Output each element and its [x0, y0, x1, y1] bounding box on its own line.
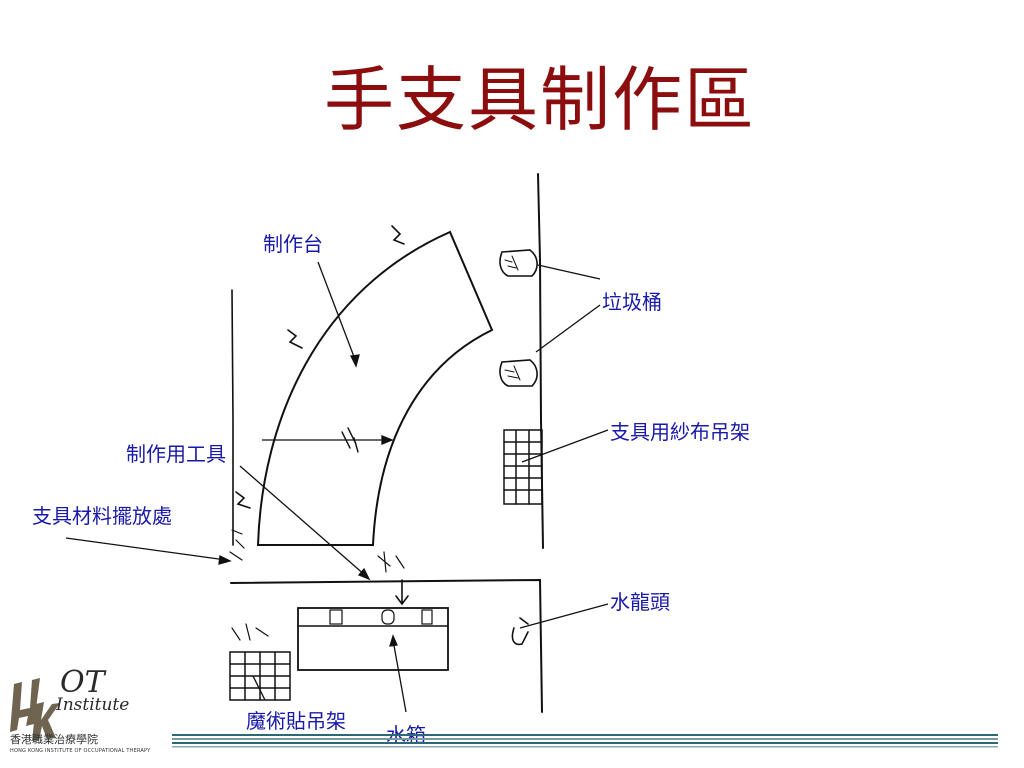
- velcro-rack-grid: [229, 651, 291, 701]
- logo-mark: OT: [60, 665, 107, 700]
- page-title: 手支具制作區: [324, 59, 756, 141]
- faucet-shape: [511, 617, 529, 646]
- gauze-rack-grid: [503, 429, 543, 505]
- logo-script: Institute: [55, 695, 129, 715]
- sink-counter: [230, 578, 543, 713]
- institute-logo: OT Institute: [10, 665, 129, 741]
- label-tools: 制作用工具: [126, 442, 226, 466]
- label-trash: 垃圾桶: [602, 290, 662, 314]
- logo-chinese-name: 香港職業治療學院: [10, 733, 98, 746]
- workbench-shape: [256, 230, 494, 546]
- label-workbench: 制作台: [263, 232, 323, 256]
- trash-can-bottom: [499, 359, 538, 387]
- label-gauze-rack: 支具用紗布吊架: [610, 420, 750, 444]
- logo-english-name: HONG KONG INSTITUTE OF OCCUPATIONAL THER…: [10, 748, 151, 754]
- left-wall: [231, 289, 234, 546]
- label-materials: 支具材料擺放處: [32, 504, 172, 528]
- trash-can-top: [499, 249, 538, 277]
- water-tank-shape: [297, 607, 449, 671]
- label-velcro-rack: 魔術貼吊架: [246, 709, 346, 733]
- label-faucet: 水龍頭: [610, 590, 670, 614]
- footer-divider: [172, 734, 998, 748]
